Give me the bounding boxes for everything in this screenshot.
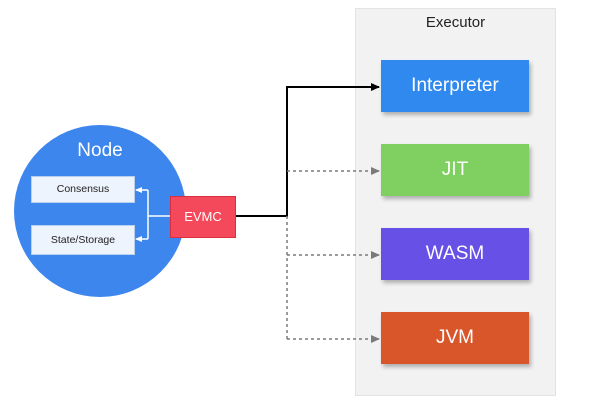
node-circle (14, 125, 186, 297)
evmc-bracket-line (147, 190, 170, 239)
node-title: Node (77, 140, 123, 161)
interpreter-box: Interpreter (381, 60, 529, 112)
wasm-box: WASM (381, 228, 529, 280)
arrow-to-interpreter (236, 83, 380, 217)
evmc-box: EVMC (170, 196, 236, 238)
consensus-box: Consensus (31, 176, 135, 203)
jit-box: JIT (381, 144, 529, 196)
executor-title: Executor (425, 14, 486, 31)
state-storage-box: State/Storage (31, 225, 135, 255)
jvm-box: JVM (381, 312, 529, 364)
